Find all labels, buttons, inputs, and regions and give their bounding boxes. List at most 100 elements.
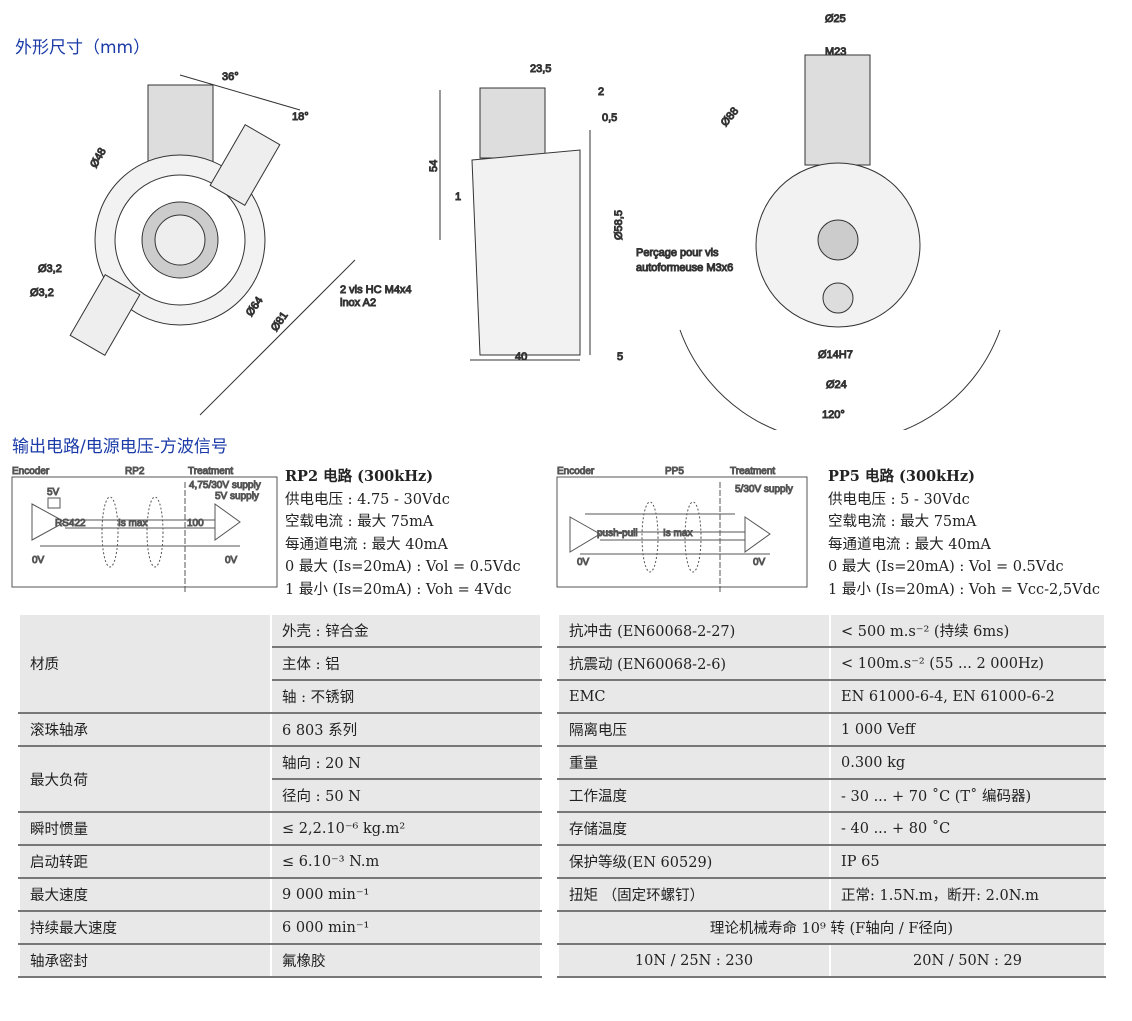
spec-line: 1 最小 (Is=20mA) : Voh = 4Vdc: [285, 581, 512, 598]
svg-text:inox A2: inox A2: [340, 297, 376, 309]
row-value: 9 000 min⁻¹: [270, 877, 542, 912]
svg-text:2: 2: [598, 86, 604, 98]
svg-text:5V supply: 5V supply: [215, 491, 259, 502]
svg-text:Encoder: Encoder: [557, 466, 595, 477]
spec-line: 0 最大 (Is=20mA) : Vol = 0.5Vdc: [285, 559, 521, 575]
svg-text:2 vis HC M4x4: 2 vis HC M4x4: [340, 284, 412, 296]
row-label: 最大速度: [18, 877, 272, 912]
row-label: 工作温度: [557, 778, 831, 813]
row-label: 隔离电压: [557, 712, 831, 747]
row-label: 轴承密封: [18, 943, 272, 978]
spec-line: 空载电流 : 最大 75mA: [285, 514, 434, 530]
svg-text:36°: 36°: [222, 71, 239, 83]
section-title-output-circuit: 输出电路/电源电压-方波信号: [12, 437, 228, 457]
row-label: 重量: [557, 745, 831, 780]
svg-text:23,5: 23,5: [530, 63, 551, 75]
table-row: 保护等级(EN 60529)IP 65: [557, 844, 1106, 879]
svg-text:M23: M23: [825, 46, 846, 58]
svg-text:120°: 120°: [822, 409, 845, 421]
svg-text:5/30V supply: 5/30V supply: [735, 484, 793, 495]
table-row: 工作温度- 30 ... + 70 ˚C (T˚ 编码器): [557, 778, 1106, 813]
spec-line: 供电电压 : 5 - 30Vdc: [828, 491, 970, 508]
table-row: 扭矩 （固定环螺钉）正常: 1.5N.m，断开: 2.0N.m: [557, 877, 1106, 912]
row-value: < 100m.s⁻² (55 ... 2 000Hz): [829, 646, 1106, 681]
svg-text:4,75/30V supply: 4,75/30V supply: [189, 480, 261, 491]
svg-text:Ø64: Ø64: [244, 295, 266, 319]
row-value: 1 000 Veff: [829, 712, 1106, 747]
svg-text:RP2: RP2: [125, 466, 145, 477]
table-row: 径向 : 50 N: [19, 778, 542, 813]
row-value: 正常: 1.5N.m，断开: 2.0N.m: [829, 877, 1106, 912]
svg-text:5: 5: [617, 351, 623, 363]
svg-text:Ø3,2: Ø3,2: [30, 287, 54, 299]
table-row: 启动转距≤ 6.10⁻³ N.m: [18, 844, 542, 879]
row-label: EMC: [557, 679, 831, 714]
life-value: 20N / 50N : 29: [829, 943, 1106, 978]
svg-text:5V: 5V: [47, 487, 60, 498]
svg-text:18°: 18°: [292, 111, 309, 123]
row-label: 最大负荷: [18, 745, 272, 813]
row-value: 0.300 kg: [829, 745, 1106, 780]
table-row: 轴 : 不锈钢: [19, 679, 542, 714]
svg-text:0V: 0V: [753, 557, 766, 568]
life-header: 理论机械寿命 10⁹ 转 (F轴向 / F径向): [557, 910, 1106, 945]
svg-text:Ø14H7: Ø14H7: [818, 349, 853, 361]
svg-text:Ø58,5: Ø58,5: [613, 210, 625, 240]
table-row: 存储温度- 40 ... + 80 ˚C: [557, 811, 1106, 846]
front-view: 36°18° Ø48 Ø3,2Ø3,2 Ø64 Ø81: [30, 71, 356, 416]
svg-text:40: 40: [515, 351, 527, 363]
spec-line: 供电电压 : 4.75 - 30Vdc: [285, 491, 450, 508]
table-row: 抗震动 (EN60068-2-6)< 100m.s⁻² (55 ... 2 00…: [557, 646, 1106, 681]
table-row: 主体 : 铝: [19, 646, 542, 681]
svg-text:Ø81: Ø81: [269, 310, 291, 334]
table-row: 理论机械寿命 10⁹ 转 (F轴向 / F径向): [557, 910, 1106, 945]
row-label: 持续最大速度: [18, 910, 272, 945]
svg-text:autoformeuse M3x6: autoformeuse M3x6: [636, 262, 733, 274]
row-label: 存储温度: [557, 811, 831, 846]
svg-text:Ø88: Ø88: [719, 105, 742, 129]
row-value: 轴 : 不锈钢: [270, 679, 542, 714]
row-label: 滚珠轴承: [18, 712, 272, 747]
row-value: 外壳 : 锌合金: [270, 613, 542, 648]
spec-line: 0 最大 (Is=20mA) : Vol = 0.5Vdc: [828, 559, 1064, 575]
svg-text:Treatment: Treatment: [188, 466, 233, 477]
rp2-title: RP2 电路 (300kHz): [285, 468, 434, 485]
row-label: 材质: [18, 613, 272, 714]
table-row: 瞬时惯量≤ 2,2.10⁻⁶ kg.m²: [18, 811, 542, 846]
table-row: 最大负荷轴向 : 20 N: [18, 745, 542, 813]
spec-line: 每通道电流 : 最大 40mA: [828, 536, 991, 553]
row-label: 抗震动 (EN60068-2-6): [557, 646, 831, 681]
svg-text:Ø25: Ø25: [825, 13, 846, 25]
row-label: 扭矩 （固定环螺钉）: [557, 877, 831, 912]
row-label: 启动转距: [18, 844, 272, 879]
row-label: 保护等级(EN 60529): [557, 844, 831, 879]
table-row: 轴承密封氟橡胶: [18, 943, 542, 978]
svg-text:Is max: Is max: [118, 518, 147, 529]
row-value: ≤ 2,2.10⁻⁶ kg.m²: [270, 811, 542, 846]
svg-text:0,5: 0,5: [602, 112, 617, 124]
svg-text:Treatment: Treatment: [730, 466, 775, 477]
rp2-specs: RP2 电路 (300kHz) 供电电压 : 4.75 - 30Vdc 空载电流…: [285, 466, 521, 601]
row-value: 氟橡胶: [270, 943, 542, 978]
svg-text:Is max: Is max: [663, 528, 692, 539]
dimension-drawings: 36°18° Ø48 Ø3,2Ø3,2 Ø64 Ø81 23,52 0,554 …: [30, 13, 1001, 430]
spec-line: 每通道电流 : 最大 40mA: [285, 536, 448, 553]
svg-text:100: 100: [187, 518, 204, 529]
row-value: IP 65: [829, 844, 1106, 879]
row-value: < 500 m.s⁻² (持续 6ms): [829, 613, 1106, 648]
svg-text:Ø48: Ø48: [88, 146, 109, 170]
row-label: 抗冲击 (EN60068-2-27): [557, 613, 831, 648]
svg-text:0V: 0V: [577, 557, 590, 568]
table-row: 抗冲击 (EN60068-2-27)< 500 m.s⁻² (持续 6ms): [557, 613, 1106, 648]
row-value: ≤ 6.10⁻³ N.m: [270, 844, 542, 879]
svg-text:Perçage pour vis: Perçage pour vis: [636, 247, 719, 259]
svg-text:Ø3,2: Ø3,2: [38, 263, 62, 275]
